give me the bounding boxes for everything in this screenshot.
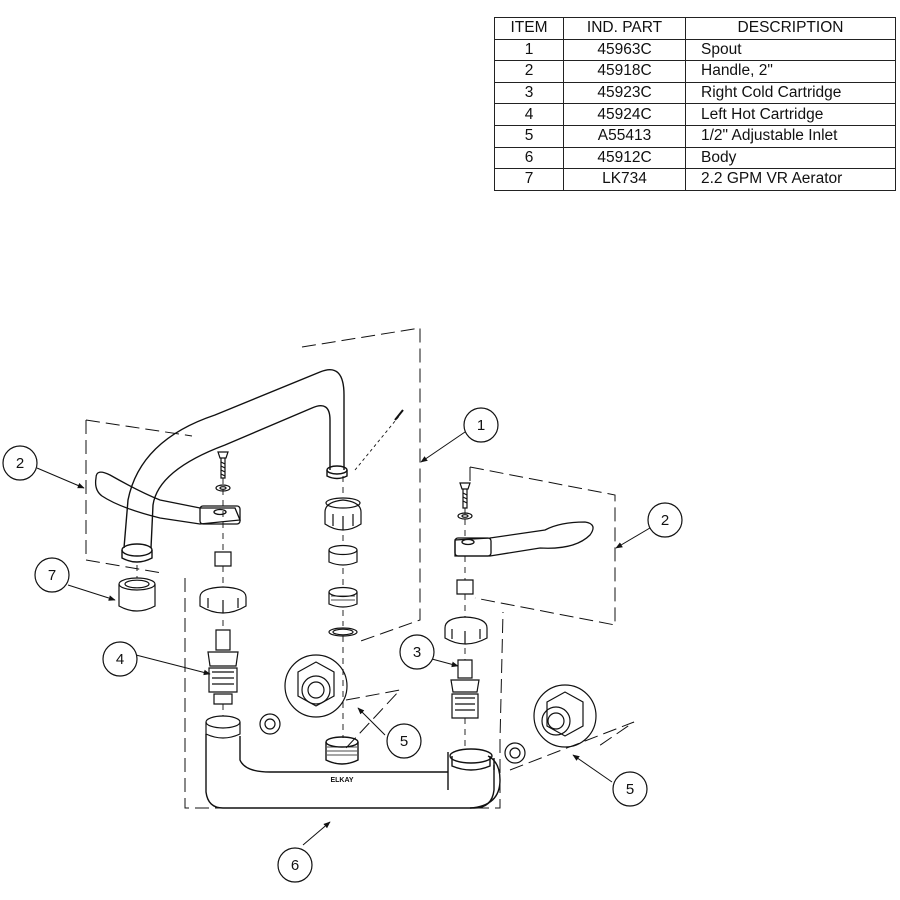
callout-1: 1 <box>463 407 499 443</box>
leader-lines <box>36 431 656 846</box>
callout-5-right: 5 <box>612 771 648 807</box>
table-row: 3 45923C Right Cold Cartridge <box>494 81 896 105</box>
callout-2-left: 2 <box>2 445 38 481</box>
callout-3: 3 <box>399 634 435 670</box>
cell-part: A55413 <box>563 124 686 148</box>
callout-number: 1 <box>477 417 485 434</box>
table-row: 6 45912C Body <box>494 146 896 170</box>
inlet-left-adjustable <box>259 654 348 735</box>
inlet-right-adjustable <box>504 684 597 764</box>
table-row: 7 LK734 2.2 GPM VR Aerator <box>494 168 896 191</box>
callout-number: 6 <box>291 857 299 874</box>
callout-number: 2 <box>16 455 24 472</box>
callout-number: 4 <box>116 651 124 668</box>
left-bonnet <box>199 551 247 614</box>
callout-number: 3 <box>413 644 421 661</box>
callout-7: 7 <box>34 557 70 593</box>
left-body-thread <box>205 715 241 739</box>
right-cold-cartridge <box>450 659 480 719</box>
cell-description: Handle, 2" <box>685 60 896 83</box>
cell-part: 45923C <box>563 81 686 105</box>
callout-number: 5 <box>400 733 408 750</box>
screw-left <box>215 451 231 492</box>
callout-5-center: 5 <box>386 723 422 759</box>
body: ELKAY <box>205 734 501 809</box>
right-bonnet <box>444 579 488 645</box>
spout <box>121 368 348 563</box>
aerator <box>118 577 156 612</box>
callout-4: 4 <box>102 641 138 677</box>
tool-pin <box>394 409 404 421</box>
assembly-boundaries <box>85 327 635 809</box>
callout-number: 7 <box>48 567 56 584</box>
table-row: 4 45924C Left Hot Cartridge <box>494 103 896 126</box>
cell-description: Left Hot Cartridge <box>685 103 896 126</box>
left-hot-cartridge <box>207 629 239 705</box>
callout-number: 2 <box>661 512 669 529</box>
assembly-centerlines <box>136 414 466 750</box>
callout-2-right: 2 <box>647 502 683 538</box>
cell-description: Body <box>685 146 896 170</box>
cell-description: 2.2 GPM VR Aerator <box>685 168 896 191</box>
callout-number: 5 <box>626 781 634 798</box>
cell-description: 1/2" Adjustable Inlet <box>685 124 896 148</box>
body-brand-text: ELKAY <box>330 777 353 784</box>
handle-right <box>454 521 594 557</box>
handle-left <box>94 471 241 525</box>
spout-nut <box>324 497 362 531</box>
cell-part: 45912C <box>563 146 686 170</box>
table-row: 2 45918C Handle, 2" <box>494 60 896 83</box>
parts-table: ITEM IND. PART DESCRIPTION 1 45963C Spou… <box>494 17 896 191</box>
cell-part: LK734 <box>563 168 686 191</box>
callout-6: 6 <box>277 847 313 883</box>
table-row: 5 A55413 1/2" Adjustable Inlet <box>494 124 896 148</box>
